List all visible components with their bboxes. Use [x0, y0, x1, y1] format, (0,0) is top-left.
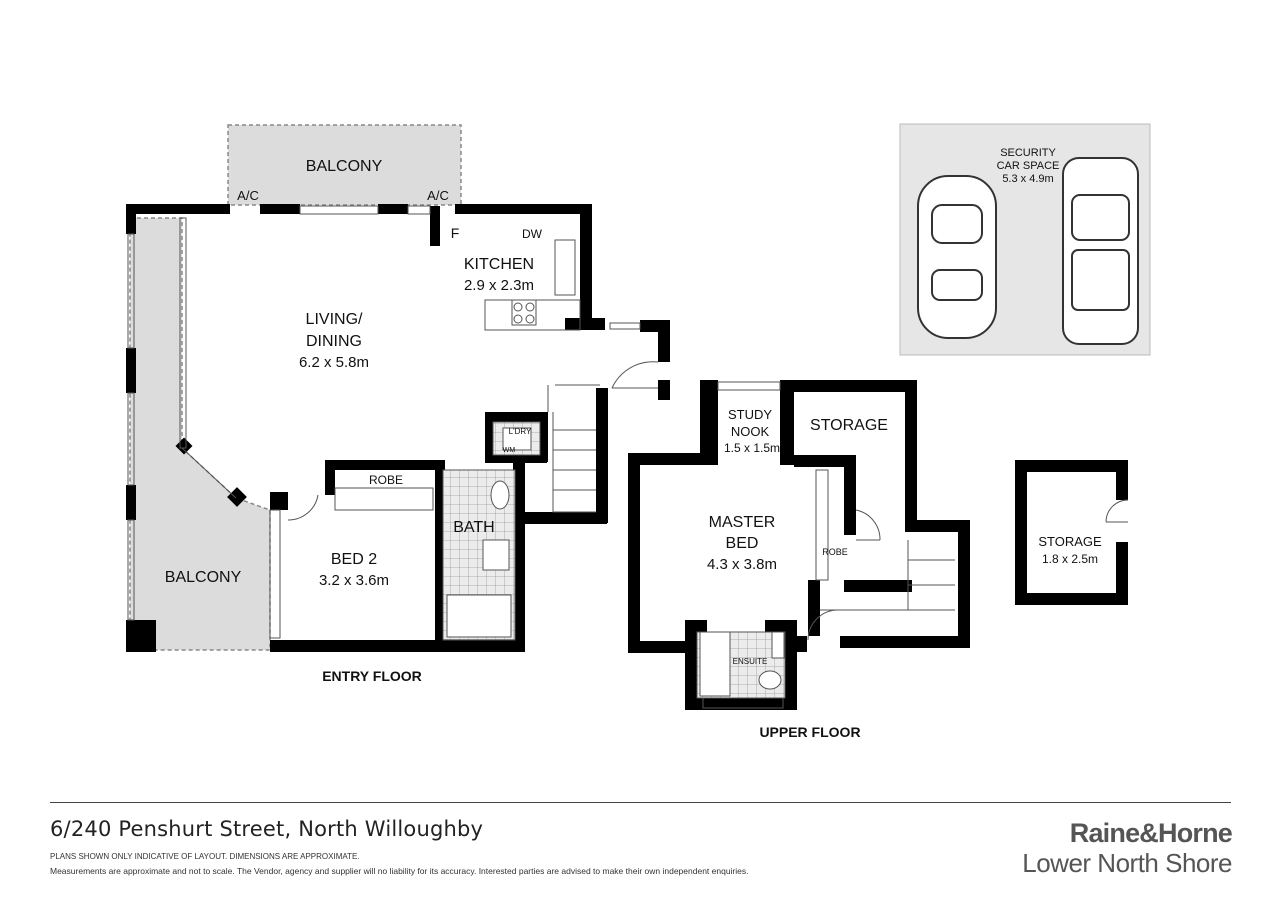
brand-logo-name: Raine&Horne	[1069, 818, 1233, 848]
room-labels: BALCONY A/C A/C F DW KITCHEN 2.9 x 2.3m …	[165, 147, 1102, 666]
floor-plan: BALCONY A/C A/C F DW KITCHEN 2.9 x 2.3m …	[126, 123, 1151, 740]
master-label-1: MASTER	[709, 514, 776, 531]
entry-floor-walls	[126, 204, 670, 652]
car-icon-right	[1062, 157, 1139, 345]
car-space-size: 5.3 x 4.9m	[1002, 173, 1053, 185]
storage-upper-label: STORAGE	[810, 417, 888, 434]
car-space-label-1: SECURITY	[1000, 147, 1056, 159]
laundry-label: L'DRY	[509, 427, 532, 436]
bath-label: BATH	[453, 519, 494, 536]
kitchen-size: 2.9 x 2.3m	[464, 277, 534, 294]
master-size: 4.3 x 3.8m	[707, 556, 777, 573]
fridge-label: F	[451, 225, 460, 241]
upper-floor-label: UPPER FLOOR	[759, 724, 860, 740]
car-space-label-2: CAR SPACE	[997, 160, 1060, 172]
upper-floor-walls	[628, 380, 1128, 710]
bed2-name: BED 2	[331, 551, 377, 568]
disclaimer-measurements: Measurements are approximate and not to …	[50, 866, 749, 876]
entry-floor-windows	[127, 205, 659, 641]
property-address: 6/240 Penshurt Street, North Willoughby	[50, 817, 484, 841]
brand-logo-region: Lower North Shore	[1022, 848, 1232, 878]
dishwasher-label: DW	[522, 227, 543, 241]
ac-right-label: A/C	[427, 188, 449, 203]
floor-labels: ENTRY FLOOR UPPER FLOOR	[322, 668, 860, 740]
master-label-2: BED	[726, 535, 759, 552]
wm-label: WM	[503, 447, 516, 454]
ac-left-label: A/C	[237, 188, 259, 203]
kitchen-name: KITCHEN	[464, 256, 534, 273]
disclaimer-layout: PLANS SHOWN ONLY INDICATIVE OF LAYOUT. D…	[50, 852, 360, 861]
balcony-top-area	[227, 124, 462, 206]
entry-floor-label: ENTRY FLOOR	[322, 668, 422, 684]
study-label-2: NOOK	[731, 424, 770, 439]
bed2-size: 3.2 x 3.6m	[319, 572, 389, 589]
study-label-1: STUDY	[728, 407, 772, 422]
living-label-2: DINING	[306, 333, 362, 350]
balcony-top-label: BALCONY	[306, 158, 383, 175]
footer-divider	[50, 802, 1231, 803]
car-icon-left	[917, 175, 997, 339]
living-size: 6.2 x 5.8m	[299, 354, 369, 371]
balcony-left-area	[129, 217, 271, 651]
robe-master-label: ROBE	[822, 547, 848, 557]
ensuite-label: ENSUITE	[733, 657, 768, 666]
storage-sep-size: 1.8 x 2.5m	[1042, 552, 1098, 566]
robe-bed2-label: ROBE	[369, 473, 403, 487]
study-size: 1.5 x 1.5m	[724, 441, 780, 455]
car-space	[899, 123, 1151, 356]
balcony-left-label: BALCONY	[165, 569, 242, 586]
living-label-1: LIVING/	[306, 311, 363, 328]
upper-floor-fixtures	[696, 381, 1129, 709]
storage-sep-name: STORAGE	[1038, 534, 1102, 549]
